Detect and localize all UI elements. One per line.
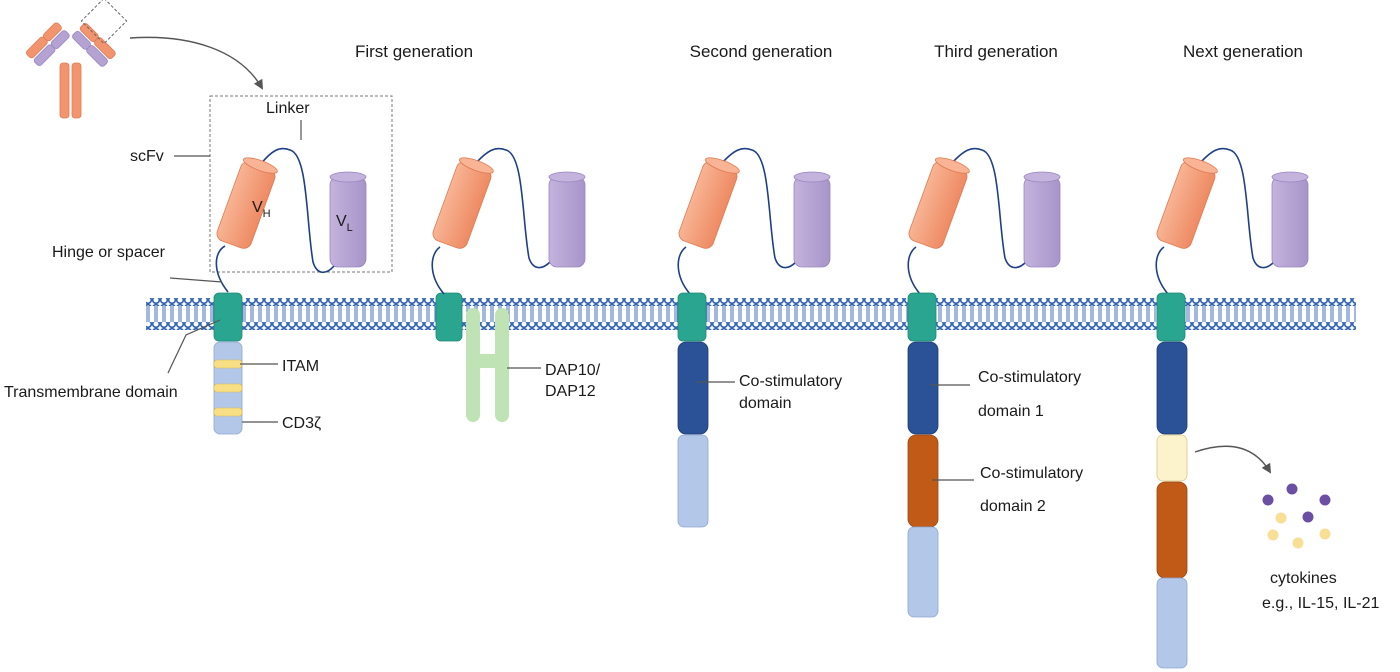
vh-domain (678, 157, 740, 249)
hinge-leader (169, 277, 223, 283)
linker-chain (677, 147, 797, 295)
transmembrane-label: Transmembrane domain (4, 384, 178, 401)
cytokine-release-arrow (1194, 445, 1272, 474)
generation-title-second: Second generation (690, 42, 833, 61)
car-second-generation (677, 147, 831, 528)
vl-label: VL (336, 213, 353, 234)
costimulatory-domain-2 (1156, 481, 1188, 579)
generation-title-third: Third generation (934, 42, 1058, 61)
itam-label: ITAM (282, 358, 319, 375)
costim1-label-line2: domain 1 (978, 403, 1044, 420)
costimulatory-domain-2 (907, 434, 939, 528)
transmembrane-leader (167, 319, 221, 374)
scfv-box (209, 95, 393, 273)
car-first-generation: VH VL (209, 95, 393, 435)
hinge-label: Hinge or spacer (52, 244, 166, 261)
costim2-label-line2: domain 2 (980, 498, 1046, 515)
cytokine-dots (1262, 483, 1331, 549)
itam-motif (213, 383, 243, 393)
vl-domain (1023, 171, 1061, 268)
generation-title-next: Next generation (1183, 42, 1303, 61)
linker-label: Linker (266, 100, 310, 117)
costim-label-line2: domain (739, 395, 791, 412)
hinge-tm-domain (907, 292, 937, 342)
cytokines-label-line1: cytokines (1270, 570, 1337, 587)
dap10-dap12-adaptor (435, 292, 509, 422)
itam-motif (213, 359, 243, 369)
cytokines-label-line2: e.g., IL-15, IL-21 (1262, 595, 1380, 612)
vh-domain (216, 157, 278, 249)
costimulatory-domain-1 (907, 341, 939, 435)
antibody-icon (26, 0, 128, 119)
scfv-label: scFv (130, 148, 164, 165)
vl-domain (1271, 171, 1309, 268)
cd3z-domain (1156, 577, 1188, 669)
dap-vh-domain (432, 157, 494, 249)
linker-chain (907, 147, 1027, 295)
vh-label: VH (252, 199, 271, 220)
dap-label-line2: DAP12 (545, 383, 596, 400)
costim-label-line1: Co-stimulatory (739, 373, 842, 390)
generation-title-first: First generation (355, 42, 473, 61)
linker-chain (1155, 147, 1275, 295)
zoom-arrow (129, 36, 263, 90)
costim1-label-line1: Co-stimulatory (978, 369, 1081, 386)
cd3z-domain (677, 434, 709, 528)
hinge-tm-domain (1156, 292, 1186, 342)
vh-domain (908, 157, 970, 249)
car-third-generation (907, 147, 1061, 618)
cd3z-label: CD3ζ (282, 415, 321, 432)
costimulatory-domain-1 (1156, 341, 1188, 435)
vh-domain (1156, 157, 1218, 249)
car-next-generation (1155, 147, 1309, 669)
costim2-label-line1: Co-stimulatory (980, 465, 1083, 482)
linker-chain (215, 147, 335, 293)
vl-domain (793, 171, 831, 268)
cd3z-domain (907, 526, 939, 618)
dap-vl-domain (548, 171, 586, 268)
hinge-tm-domain (677, 292, 707, 342)
vl-domain (329, 171, 367, 268)
costimulatory-domain (677, 341, 709, 435)
cytokine-expression-unit (1156, 434, 1188, 482)
dap-label-line1: DAP10/ (545, 362, 601, 379)
dap-linker-chain (431, 147, 551, 295)
hinge-tm-domain (213, 292, 243, 342)
itam-motif (213, 407, 243, 417)
